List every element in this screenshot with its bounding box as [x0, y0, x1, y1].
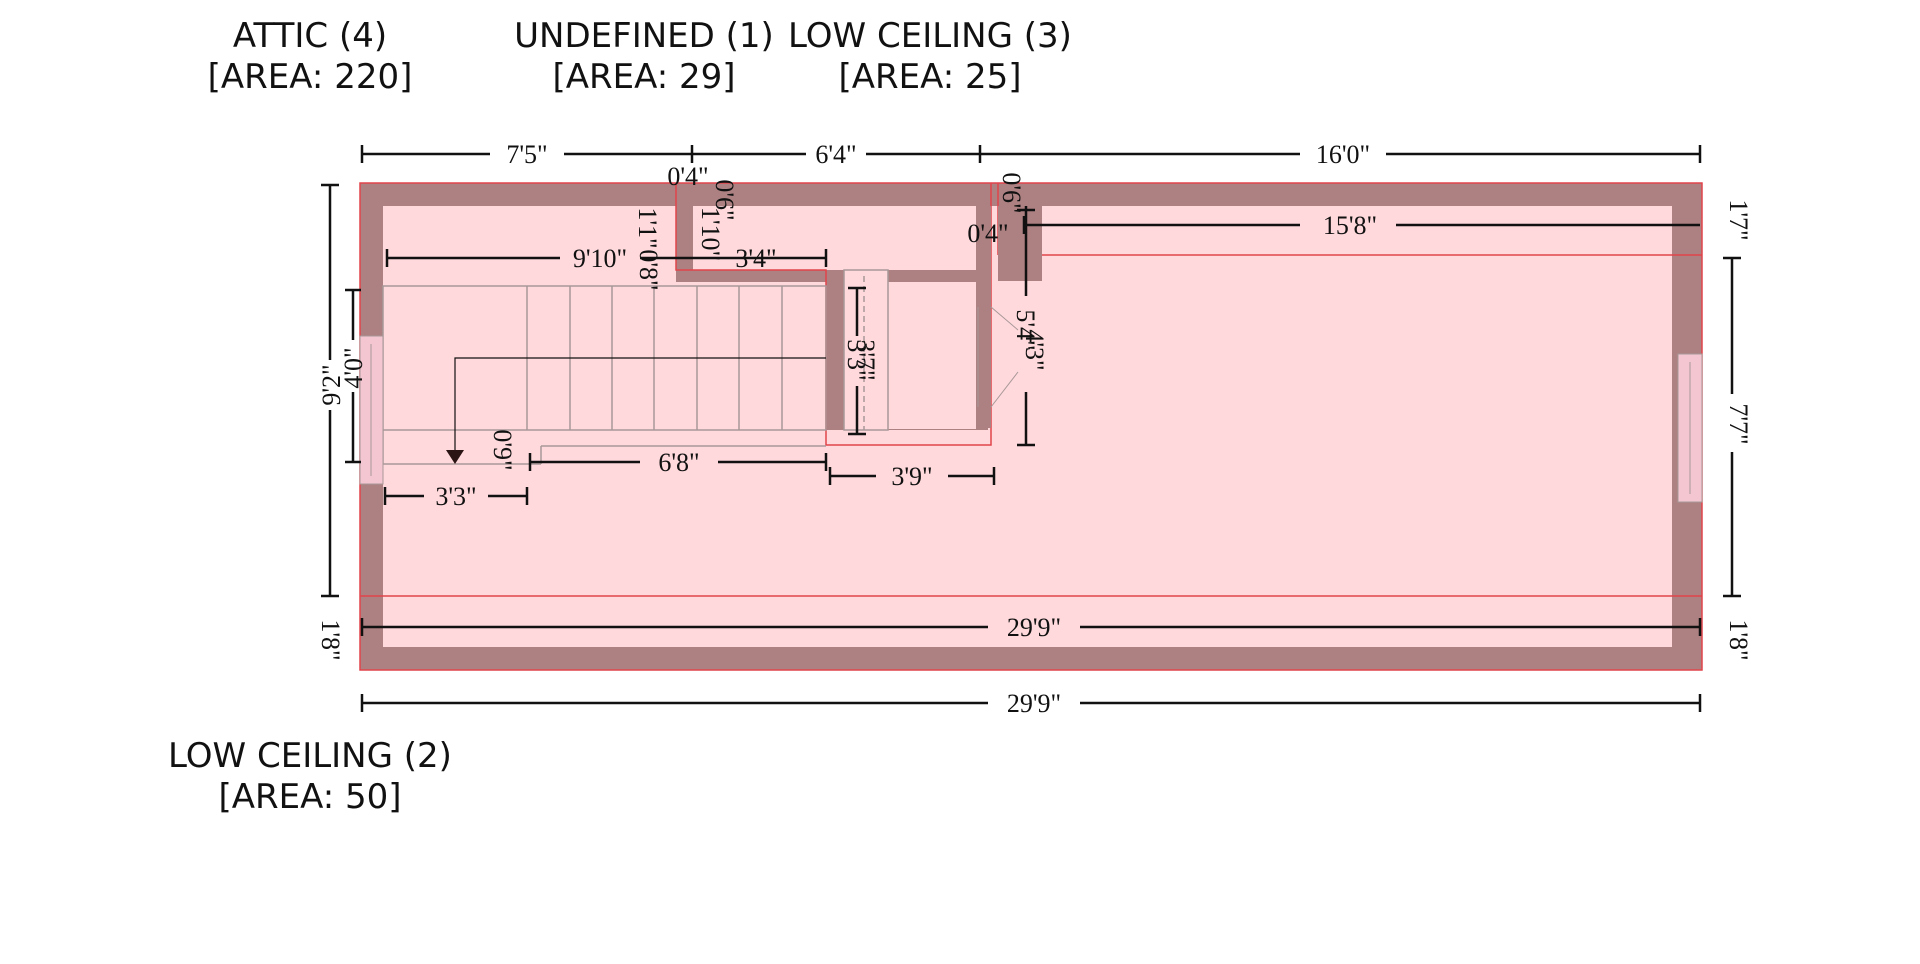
- room-area: [AREA: 25]: [838, 57, 1022, 97]
- closet-wall-right: [976, 206, 991, 428]
- room-name: UNDEFINED (1): [514, 16, 774, 56]
- dim-stair-start: 3'3": [435, 482, 476, 511]
- dim-divider-depth: 0'6": [997, 172, 1026, 213]
- dim-door-height-b: 4'3": [1020, 329, 1049, 370]
- room-label-low-ceiling-3: LOW CEILING (3) [AREA: 25]: [770, 16, 1090, 98]
- room-name: ATTIC (4): [232, 16, 388, 56]
- dim-top-mid: 6'4": [815, 140, 856, 169]
- floor-area: [383, 206, 1672, 647]
- dim-landing-depth-b: 0'8": [634, 249, 663, 290]
- dim-landing-depth-a: 1'1": [633, 207, 662, 248]
- room-label-low-ceiling-2: LOW CEILING (2) [AREA: 50]: [150, 736, 470, 818]
- dim-notch-width: 0'4": [667, 162, 708, 191]
- dim-closet-height-b: 3'7": [851, 339, 880, 380]
- room-area: [AREA: 29]: [552, 57, 736, 97]
- dim-upper-right-width: 15'8": [1323, 211, 1377, 240]
- dim-corridor-width: 3'4": [735, 244, 776, 273]
- low-ceiling-3-floor: [693, 206, 976, 270]
- room-label-undefined: UNDEFINED (1) [AREA: 29]: [484, 16, 804, 98]
- dim-right-bottom-strip: 1'8": [1724, 619, 1753, 660]
- dim-notch-depth: 0'6": [710, 179, 739, 220]
- dim-bottom-total: 29'9": [1007, 689, 1061, 718]
- room-name: LOW CEILING (3): [788, 16, 1072, 56]
- dim-left-bottom-strip: 1'8": [316, 619, 345, 660]
- stair-direction-arrow: [454, 357, 826, 452]
- room-area: [AREA: 50]: [218, 777, 402, 817]
- dim-right-top-strip: 1'7": [1724, 199, 1753, 240]
- dim-left-window-height: 4'0": [339, 347, 368, 388]
- dimension-lines: [321, 145, 1741, 712]
- door-swing: [977, 306, 1019, 408]
- room-area: [AREA: 220]: [207, 57, 413, 97]
- dim-top-right: 16'0": [1316, 140, 1370, 169]
- dim-stair-step: 0'9": [488, 429, 517, 470]
- closet-door-frame: [843, 269, 889, 431]
- room-label-attic: ATTIC (4) [AREA: 220]: [150, 16, 470, 98]
- room-name: LOW CEILING (2): [168, 736, 452, 776]
- dim-stair-landing-width: 9'10": [573, 244, 627, 273]
- dim-closet-width: 3'9": [891, 462, 932, 491]
- dim-divider-wall: 0'4": [967, 219, 1008, 248]
- arrow-head-icon: [446, 450, 464, 464]
- divider-block: [998, 206, 1042, 281]
- dim-interior-total: 29'9": [1007, 613, 1061, 642]
- dim-corridor-depth: 1'10": [696, 207, 725, 261]
- dim-door-height-a: 5'4": [1011, 309, 1040, 350]
- dim-top-left: 7'5": [506, 140, 547, 169]
- dim-left-total-height: 9'2": [317, 364, 346, 405]
- dim-stair-run: 6'8": [658, 448, 699, 477]
- dim-closet-height-a: 3'3": [842, 339, 871, 380]
- dim-right-window-height: 7'7": [1724, 403, 1753, 444]
